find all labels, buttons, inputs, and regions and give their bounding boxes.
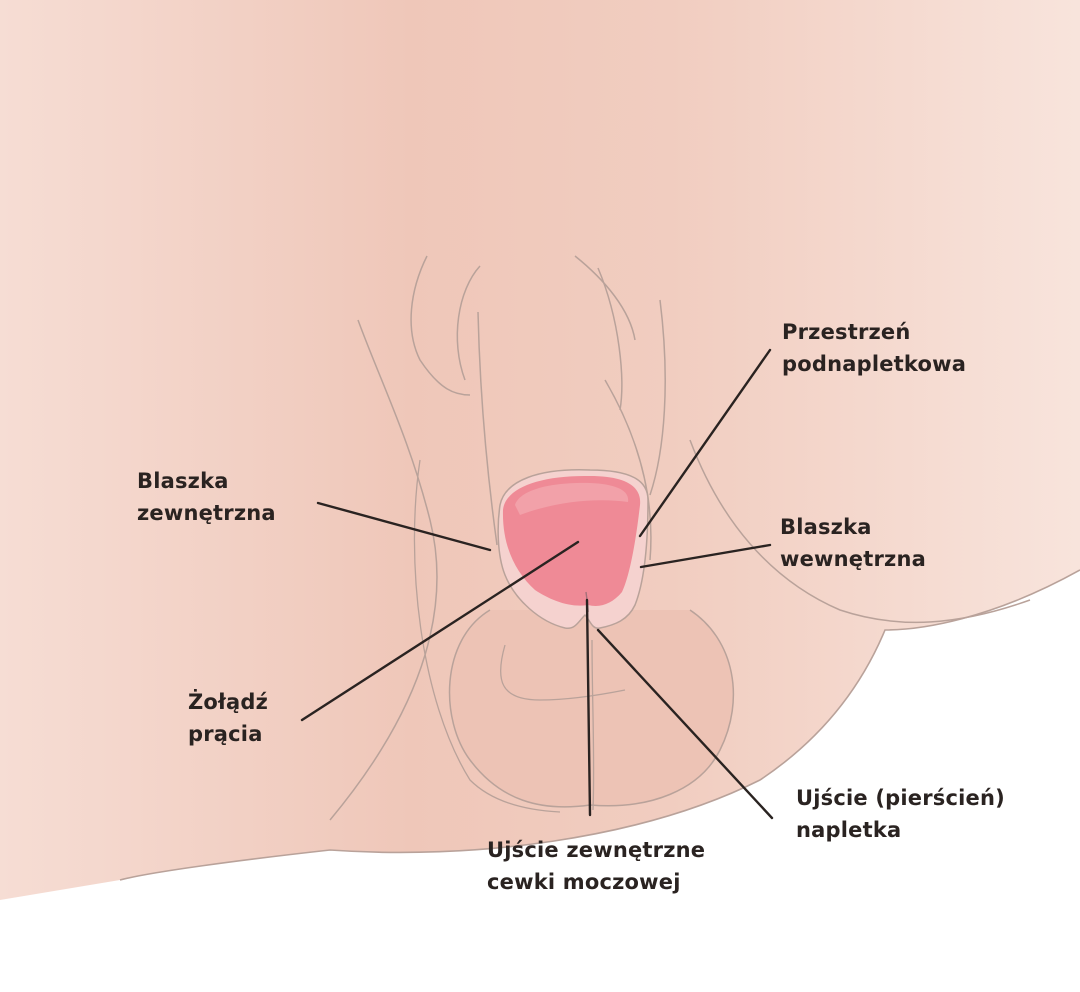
left-groin-line	[413, 459, 561, 813]
shaft-left-inner	[456, 265, 481, 381]
pointer-inner-lamina	[639, 543, 772, 569]
scrotum	[448, 609, 735, 808]
label-outer-lamina: Blaszka zewnętrzna	[137, 465, 276, 529]
label-line: Przestrzeń	[782, 320, 911, 344]
label-inner-lamina: Blaszka wewnętrzna	[780, 511, 926, 575]
shaft-left-side	[477, 311, 498, 546]
label-foreskin-opening: Ujście (pierścień) napletka	[796, 782, 1005, 846]
pointer-foreskin-opening	[596, 628, 774, 820]
label-urethral-opening: Ujście zewnętrzne cewki moczowej	[487, 834, 705, 898]
shaft-right-curve	[604, 379, 652, 561]
shaft-right-outline	[574, 255, 636, 341]
body-outline	[119, 569, 1080, 881]
shaft-right-side	[649, 299, 666, 496]
label-line: podnapletkowa	[782, 352, 967, 376]
label-line: napletka	[796, 818, 902, 842]
label-line: Ujście (pierścień)	[796, 786, 1005, 810]
scrotum-fold	[499, 644, 626, 701]
pointer-urethral-opening	[585, 598, 592, 817]
label-line: wewnętrzna	[780, 547, 926, 571]
scrotum-raphe	[591, 639, 595, 811]
label-line: Blaszka	[780, 515, 872, 539]
right-thigh-fold	[689, 439, 1031, 624]
label-line: Ujście zewnętrzne	[487, 838, 706, 862]
glans-highlight	[515, 482, 629, 515]
pointer-subpreputial	[638, 348, 772, 538]
label-line: cewki moczowej	[487, 870, 681, 894]
label-subpreputial-space: Przestrzeń podnapletkowa	[782, 316, 966, 380]
label-line: Blaszka	[137, 469, 229, 493]
label-line: zewnętrzna	[137, 501, 276, 525]
body-silhouette	[0, 0, 1080, 900]
label-glans: Żołądź prącia	[188, 686, 268, 750]
pointer-glans	[300, 540, 580, 722]
shaft-left-outline	[410, 255, 471, 396]
shaft-right-inner	[597, 267, 623, 411]
label-line: prącia	[188, 722, 263, 746]
left-thigh-fold	[329, 319, 438, 821]
pointer-outer-lamina	[316, 501, 492, 552]
label-line: Żołądź	[188, 690, 269, 714]
